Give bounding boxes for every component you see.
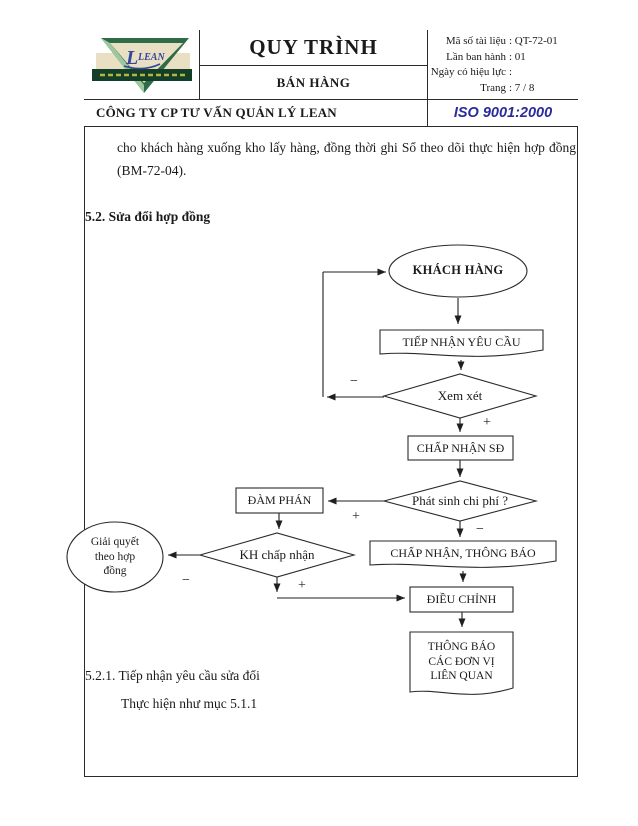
node-label-thong-bao-cac-don-vi: THÔNG BÁO CÁC ĐƠN VỊ LIÊN QUAN <box>427 641 496 683</box>
node-kh-chap-nhan-shape <box>197 532 357 578</box>
meta-row-page: Trang : 7 / 8 <box>430 81 574 97</box>
document-title: QUY TRÌNH <box>249 35 378 59</box>
iso-standard-cell: ISO 9001:2000 <box>428 100 578 127</box>
logo-triangle-inner <box>109 42 183 83</box>
flowchart-canvas <box>66 244 557 695</box>
node-phat-sinh-chi-phi-shape <box>381 480 539 522</box>
body-paragraph: cho khách hàng xuống kho lấy hàng, đồng … <box>117 140 576 178</box>
logo-cell: L LEAN <box>84 30 200 100</box>
meta-row-issue-no: Lần ban hành : 01 <box>430 50 574 66</box>
node-label-kh-chap-nhan: KH chấp nhận <box>239 546 315 562</box>
meta-row-doc-code: Mã số tài liệu : QT-72-01 <box>430 34 574 50</box>
section-heading: 5.2. Sửa đổi hợp đồng <box>85 209 211 224</box>
node-label-khach-hang: KHÁCH HÀNG <box>412 263 504 278</box>
node-label-dieu-chinh: ĐIỀU CHỈNH <box>426 592 497 606</box>
node-chap-nhan-thong-bao-shape <box>369 540 557 568</box>
node-label-giai-quyet: Giải quyết theo hợp đồng <box>90 536 140 578</box>
meta-label: Trang <box>480 81 506 94</box>
meta-label: Mã số tài liệu <box>445 35 506 47</box>
meta-value: : QT-72-01 <box>509 35 558 47</box>
node-khach-hang-shape <box>388 244 528 298</box>
logo-underline-swoosh <box>123 62 160 69</box>
company-name-cell: CÔNG TY CP TƯ VẤN QUẢN LÝ LEAN <box>84 100 428 127</box>
sub-section-heading: 5.2.1. Tiếp nhận yêu cầu sửa đổi <box>85 668 260 683</box>
meta-label: Lần ban hành <box>446 50 506 63</box>
meta-row-effective-date: Ngày có hiệu lực : <box>430 65 574 81</box>
document-subtitle-cell: BÁN HÀNG <box>200 66 428 100</box>
edge-label-phatsinh-plus: + <box>352 509 360 524</box>
node-tiep-nhan-yeu-cau-shape <box>379 329 544 357</box>
iso-standard: ISO 9001:2000 <box>453 105 553 121</box>
meta-value: : 7 / 8 <box>509 81 535 94</box>
node-dieu-chinh-shape <box>409 586 514 613</box>
edge-label-khchapnhan-plus: + <box>298 578 306 593</box>
company-name: CÔNG TY CP TƯ VẤN QUẢN LÝ LEAN <box>96 105 337 120</box>
document-subtitle: BÁN HÀNG <box>276 74 351 90</box>
node-label-dam-phan: ĐÀM PHÁN <box>247 493 312 507</box>
logo-letter-l: L <box>125 47 138 69</box>
node-label-tiep-nhan-yeu-cau: TIẾP NHẬN YÊU CẦU <box>402 334 521 349</box>
flowchart: KHÁCH HÀNG TIẾP NHẬN YÊU CẦU Xem xét CHẤ… <box>60 240 580 706</box>
node-chap-nhan-sd-shape <box>407 435 514 461</box>
node-xem-xet-shape <box>382 373 538 419</box>
document-title-cell: QUY TRÌNH <box>200 30 428 66</box>
meta-label: Ngày có hiệu lực <box>430 66 506 78</box>
node-label-chap-nhan-sd: CHẤP NHẬN SĐ <box>416 440 505 455</box>
meta-value: : 01 <box>509 50 526 63</box>
meta-value: : <box>509 66 513 78</box>
lean-logo: L LEAN <box>91 37 192 93</box>
node-giai-quyet-shape <box>66 521 164 593</box>
document-meta-cell: Mã số tài liệu : QT-72-01 Lần ban hành :… <box>428 30 578 100</box>
node-dam-phan-shape <box>235 487 324 514</box>
node-label-chap-nhan-thong-bao: CHẤP NHẬN, THÔNG BÁO <box>390 545 536 560</box>
edge-label-phatsinh-minus: − <box>476 522 484 537</box>
edge-label-xemxet-plus: + <box>483 415 491 430</box>
node-label-phat-sinh-chi-phi: Phát sinh chi phí ? <box>411 492 509 508</box>
logo-letters-ean: LEAN <box>137 52 165 63</box>
node-label-xem-xet: Xem xét <box>437 387 483 403</box>
sub-section-text: Thực hiện như mục 5.1.1 <box>121 696 258 711</box>
node-thong-bao-cac-don-vi-shape <box>409 631 514 695</box>
edge-label-xemxet-minus: − <box>350 374 358 389</box>
edge-label-khchapnhan-minus: − <box>182 573 190 588</box>
